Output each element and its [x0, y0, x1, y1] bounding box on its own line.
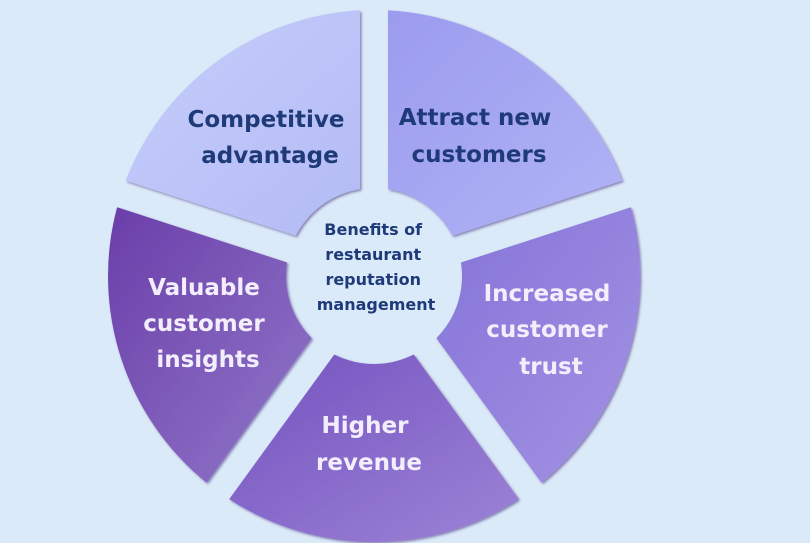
segment-shape	[125, 10, 360, 236]
segment-shape	[388, 10, 623, 236]
segment-label: Attract new customers	[399, 105, 560, 168]
segment-label: Increased customer trust	[484, 281, 619, 380]
center-title: Benefits of restaurant reputation manage…	[317, 220, 436, 314]
segment-valuable-customer-insights: Valuable customer insights	[108, 207, 312, 483]
segment-increased-customer-trust: Increased customer trust	[436, 207, 640, 483]
segment-label: Valuable customer insights	[143, 275, 272, 373]
segment-shape	[229, 354, 519, 542]
segment-higher-revenue: Higher revenue	[229, 354, 519, 542]
center-hub: Benefits of restaurant reputation manage…	[317, 220, 436, 314]
segment-attract-new-customers: Attract new customers	[388, 10, 623, 236]
segment-label: Competitive advantage	[187, 107, 352, 169]
segment-label: Higher revenue	[316, 413, 422, 476]
segment-shape	[436, 207, 640, 483]
segment-competitive-advantage: Competitive advantage	[125, 10, 360, 236]
segment-shape	[108, 207, 312, 483]
